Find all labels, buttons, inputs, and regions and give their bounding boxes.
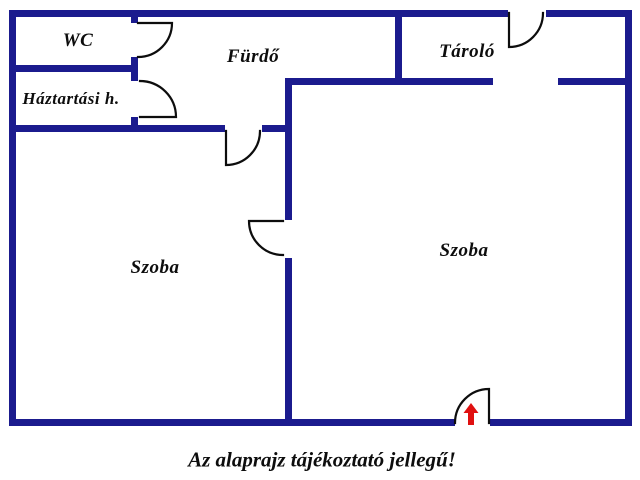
wall-szoba-left-top-b [262, 125, 292, 132]
wall-wc-right-stub-top [131, 17, 138, 23]
wall-outer-top-left-segment [9, 10, 508, 17]
room-label-wc: WC [62, 30, 94, 51]
wall-wc-right-stub-middle [131, 57, 138, 81]
door-tarolo [507, 11, 545, 49]
wall-outer-top-right-segment [546, 10, 632, 17]
door-furdo-szoba [224, 129, 262, 167]
room-label-furdo: Fürdő [226, 46, 280, 67]
wall-wc-haztartasi-divider [9, 65, 138, 72]
door-entrance [453, 387, 491, 425]
disclaimer-caption: Az alaprajz tájékoztató jellegű! [188, 447, 456, 472]
door-haztartasi [138, 79, 178, 119]
wall-furdo-tarolo-divider [395, 10, 402, 85]
room-label-tarolo: Tároló [439, 41, 495, 62]
wall-szoba-left-top-a [9, 125, 225, 132]
room-label-haztartasi: Háztartási h. [22, 89, 120, 108]
room-label-szoba-left: Szoba [130, 257, 180, 278]
wall-central-lower [285, 258, 292, 426]
wall-outer-bottom-left-segment [9, 419, 455, 426]
wall-tarolo-bottom-b [558, 78, 632, 85]
wall-tarolo-bottom-a [285, 78, 493, 85]
wall-wc-right-stub-bottom [131, 117, 138, 132]
door-szoba-szoba [247, 219, 285, 257]
wall-outer-bottom-right-segment [490, 419, 632, 426]
wall-outer-right [625, 10, 632, 426]
room-label-szoba-right: Szoba [439, 240, 489, 261]
entrance-arrow-icon [463, 403, 479, 425]
door-wc [136, 21, 174, 59]
wall-outer-left [9, 10, 16, 426]
wall-central-upper [285, 78, 292, 220]
